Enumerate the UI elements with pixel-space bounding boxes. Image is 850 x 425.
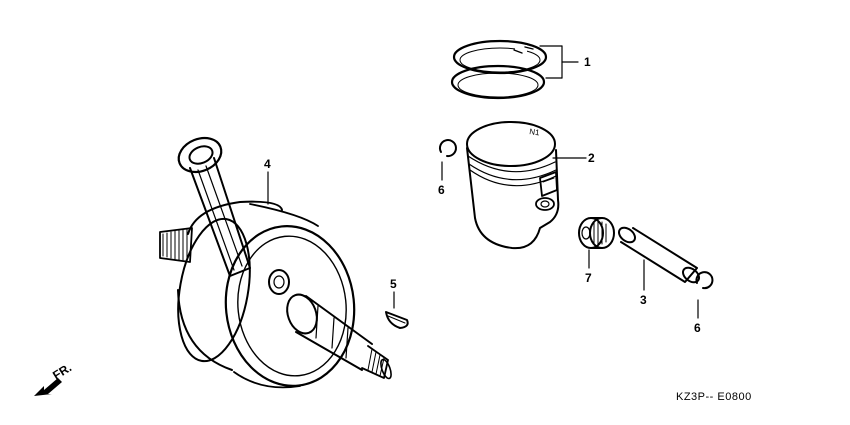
direction-label: FR. — [50, 360, 74, 382]
piston-rings — [450, 39, 579, 100]
piston: N1 — [466, 121, 587, 250]
callout-clip-upper: 6 — [438, 183, 445, 197]
needle-bearing — [578, 217, 615, 269]
callout-clip-lower: 6 — [694, 321, 701, 335]
woodruff-key — [385, 291, 409, 329]
front-direction-arrow: FR. — [34, 360, 74, 396]
callout-needle-bearing: 7 — [585, 271, 592, 285]
callout-crankshaft: 4 — [264, 157, 271, 171]
arrow-icon — [34, 378, 62, 396]
clip-lower — [695, 271, 714, 319]
clip-upper — [438, 139, 457, 181]
callout-piston-pin: 3 — [640, 293, 647, 307]
piston-pin — [618, 226, 700, 291]
callout-ring: 1 — [584, 55, 591, 69]
callout-piston: 2 — [588, 151, 595, 165]
diagram-code: KZ3P-- E0800 — [676, 391, 752, 403]
crankshaft — [159, 136, 392, 389]
callout-woodruff-key: 5 — [390, 277, 397, 291]
piston-mark: N1 — [529, 127, 541, 137]
